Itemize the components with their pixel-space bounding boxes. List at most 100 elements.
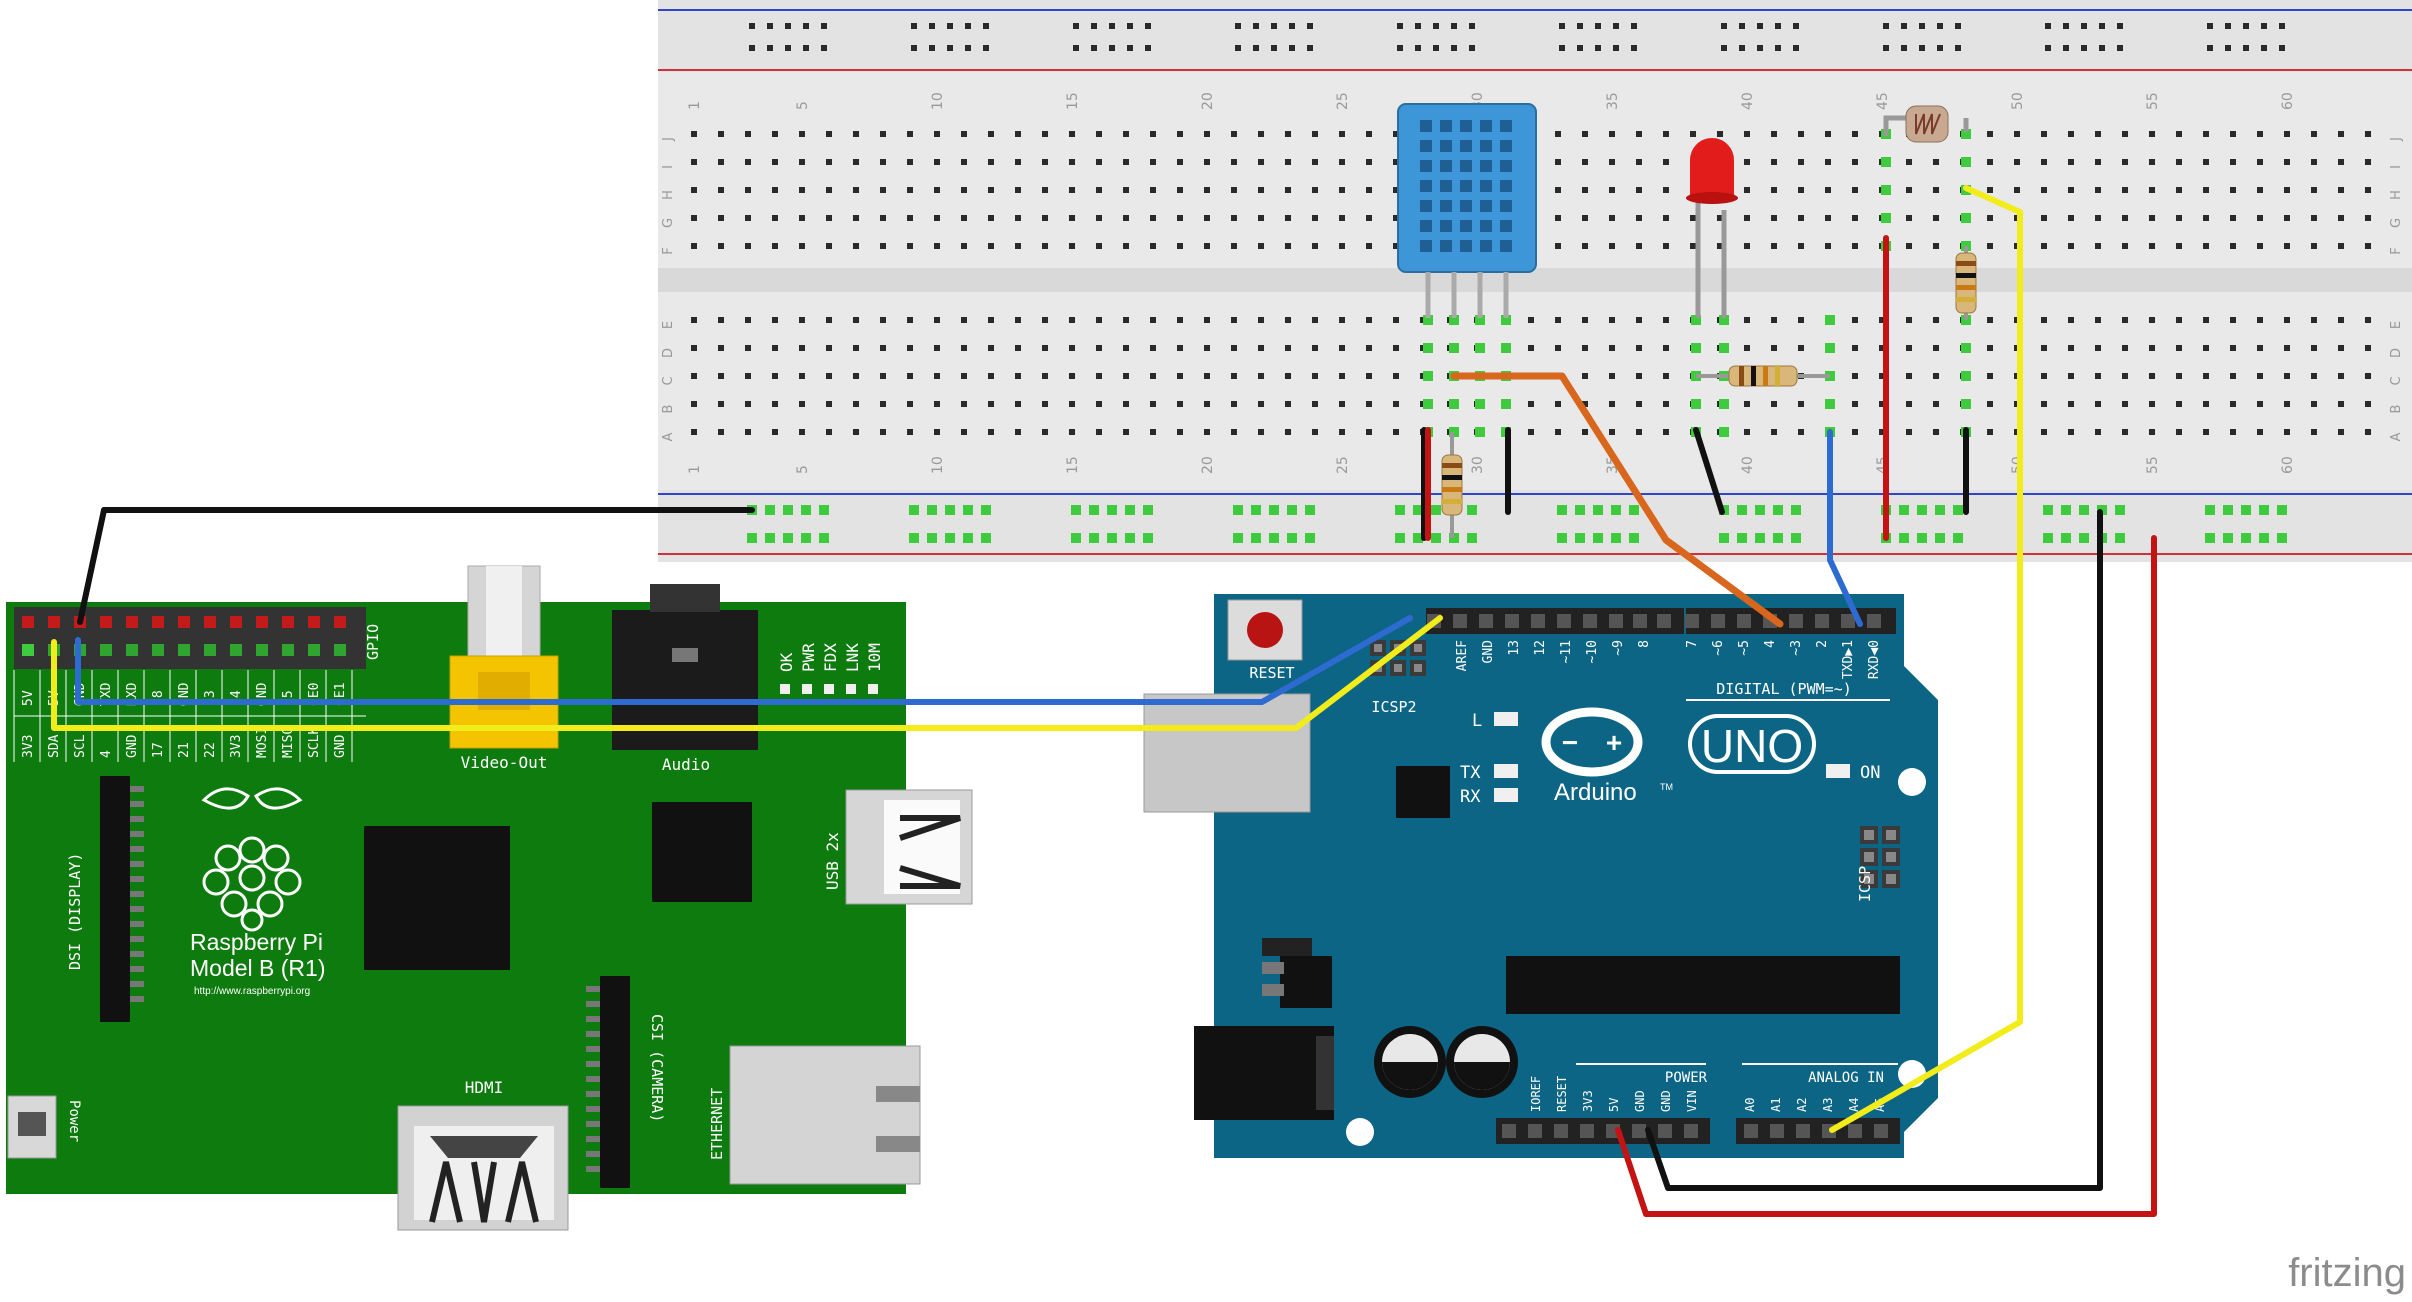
row-letter: C [661,376,676,385]
gpio-pin [22,644,34,656]
power-pin-label: 5V [1607,1098,1621,1112]
gpio-pin [126,616,138,628]
red-led [1686,138,1738,318]
wire-black-arduino-gnd [1645,509,2103,1191]
header-pin [1528,1124,1542,1138]
capacitor [1446,1026,1518,1098]
header-pin [1502,1124,1516,1138]
analog-pin-label: A1 [1769,1098,1783,1112]
header-pin [1583,614,1597,628]
gpio-pin [308,644,320,656]
header-pin [1711,614,1725,628]
gpio-pin [256,616,268,628]
column-number: 15 [1065,92,1081,110]
dht-sensor [1397,103,1537,318]
fritzing-watermark: fritzing [2288,1251,2406,1295]
arduino-brand: Arduino [1554,779,1637,806]
digital-pin-label: 2 [1815,640,1830,648]
arduino-tm: TM [1660,782,1673,792]
column-number: 55 [2145,456,2161,474]
power-pin-label: 3V3 [1581,1090,1595,1112]
analog-pin-label: A0 [1743,1098,1757,1112]
digital-pin-label: 12 [1533,640,1548,656]
status-led-label: LNK [843,643,862,672]
header-pin [1453,614,1467,628]
pi-url: http://www.raspberrypi.org [194,986,310,997]
digital-pin-label: 7 [1685,640,1700,648]
power-pin-label: GND [1633,1090,1647,1112]
header-pin [1874,1124,1888,1138]
power-section-label: POWER [1665,1070,1708,1086]
row-letter: H [661,190,676,200]
analog-pin-label: A2 [1795,1098,1809,1112]
digital-header [1427,614,1881,628]
column-number: 20 [1200,92,1216,110]
icsp2-label: ICSP2 [1371,698,1416,716]
row-letter: A [2389,432,2404,441]
gpio-pin-label: GND [125,734,140,758]
mount-hole [1346,1118,1374,1146]
header-pin [1848,1124,1862,1138]
video-out-connector [449,565,559,749]
header-pin [1867,614,1881,628]
wire-black-pi-gnd [77,507,755,625]
gpio-pin [256,644,268,656]
header-pin [1796,1124,1810,1138]
usb-chip [1396,766,1450,818]
digital-pin-label: RXD◀0 [1867,640,1882,679]
led-on: ON [1826,763,1880,783]
digital-label: DIGITAL (PWM=~) [1716,680,1851,698]
audio-label: Audio [662,755,710,774]
header-pin [1770,1124,1784,1138]
column-number: 55 [2145,92,2161,110]
gpio-pin [334,616,346,628]
row-letter: F [661,247,676,254]
gpio-pin-label: 17 [151,742,166,758]
header-pin [1633,614,1647,628]
raspberry-logo [201,787,303,932]
digital-pin-label: GND [1481,640,1496,664]
gpio-pin [204,644,216,656]
resistors [1441,246,1977,538]
analog-pin-label: A3 [1821,1098,1835,1112]
gpio-pin [100,644,112,656]
gpio-pin [282,644,294,656]
digital-pin-label: ~3 [1789,640,1804,656]
power-pin-label: RESET [1555,1076,1569,1112]
row-letter: J [661,137,676,142]
row-letter: B [2389,405,2404,414]
capacitor [1374,1026,1446,1098]
digital-pin-label: 13 [1507,640,1522,656]
header-pin [1815,614,1829,628]
svg-text:ON: ON [1860,763,1880,783]
digital-pin-label: 8 [1637,640,1652,648]
status-led-label: FDX [821,643,840,672]
gpio-pin [178,616,190,628]
wire-blue-led-tx [1827,429,1863,627]
svg-text:RX: RX [1460,787,1481,807]
wire-red-arduino-5v [1615,535,2157,1217]
column-number: 60 [2280,456,2296,474]
header-pin [1685,614,1699,628]
row-letter: G [2389,218,2404,228]
svg-text:TX: TX [1460,763,1481,783]
gpio-pin [230,644,242,656]
gpio-pin-label: MOSI [255,727,270,758]
digital-pin-label: ~11 [1559,640,1574,663]
gpio-pin [22,616,34,628]
gpio-pin-label: 21 [177,742,192,758]
header-pin [1744,1124,1758,1138]
header-pin [1789,614,1803,628]
wire-blue-pi-uart [75,615,1413,705]
column-number: 1 [687,465,703,474]
row-letter: I [2389,165,2404,169]
column-number: 35 [1605,92,1621,110]
power-pin-label: IOREF [1529,1076,1543,1112]
power-label: Power [66,1100,82,1142]
